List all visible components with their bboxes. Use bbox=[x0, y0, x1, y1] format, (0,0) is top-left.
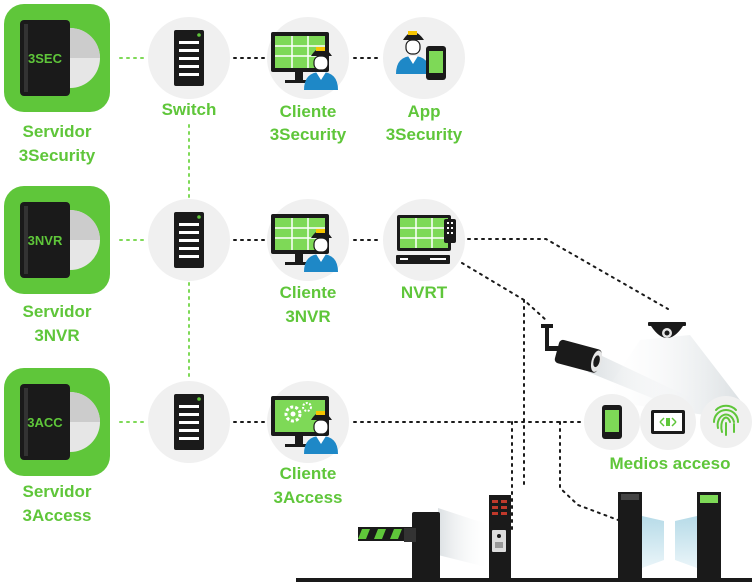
bullet-camera-icon bbox=[541, 324, 603, 373]
link-nvrt-bullet-camera bbox=[461, 262, 547, 321]
nvrt: NVRT bbox=[383, 199, 465, 302]
barrier-gate bbox=[358, 508, 490, 580]
floor-line bbox=[296, 578, 752, 582]
client-label-line2: 3NVR bbox=[285, 307, 330, 326]
access-reader-post-icon bbox=[489, 495, 511, 582]
monitor-operator-icon bbox=[271, 214, 338, 272]
server-book-icon bbox=[20, 384, 100, 460]
client-label-line1: Cliente bbox=[280, 102, 337, 121]
switch-3 bbox=[148, 381, 230, 463]
dome-camera bbox=[600, 322, 740, 420]
client-3access: Cliente 3Access bbox=[267, 381, 349, 507]
app-3security: App 3Security bbox=[383, 17, 465, 144]
client-3security: Cliente 3Security bbox=[267, 17, 349, 144]
monitor-operator-icon bbox=[271, 396, 338, 454]
access-media: Medios acceso bbox=[584, 394, 752, 473]
turnstile-icon bbox=[618, 492, 721, 582]
dome-camera-icon bbox=[648, 322, 686, 338]
switch-icon bbox=[174, 30, 204, 86]
turnstile bbox=[618, 492, 721, 582]
server-label-line1: Servidor bbox=[23, 482, 92, 501]
reader-view-beam bbox=[438, 508, 490, 568]
phone-credential-icon bbox=[602, 405, 622, 439]
client-label-line2: 3Access bbox=[273, 488, 342, 507]
server-label-line2: 3Access bbox=[22, 506, 91, 525]
server-3access: 3ACC Servidor 3Access bbox=[4, 368, 110, 525]
server-label-line1: Servidor bbox=[23, 302, 92, 321]
server-3security: 3SEC Servidor 3Security bbox=[4, 4, 110, 165]
card-credential-icon bbox=[651, 410, 685, 434]
fingerprint-icon bbox=[713, 404, 739, 436]
client-3nvr: Cliente 3NVR bbox=[267, 199, 349, 326]
server-3nvr: 3NVR Servidor 3NVR bbox=[4, 186, 110, 345]
switch-icon bbox=[174, 212, 204, 268]
link-to-turnstile bbox=[559, 421, 619, 521]
server-label-line2: 3Security bbox=[19, 146, 96, 165]
server-label-line2: 3NVR bbox=[34, 326, 79, 345]
switch-label: Switch bbox=[162, 100, 217, 119]
client-label-line1: Cliente bbox=[280, 464, 337, 483]
client-label-line1: Cliente bbox=[280, 283, 337, 302]
server-code: 3ACC bbox=[27, 415, 63, 430]
camera-view-beam bbox=[600, 335, 740, 420]
server-code: 3NVR bbox=[28, 233, 63, 248]
mobile-app-icon bbox=[396, 31, 446, 80]
server-book-icon bbox=[20, 20, 100, 96]
nvrt-label: NVRT bbox=[401, 283, 448, 302]
client-label-line2: 3Security bbox=[270, 125, 347, 144]
access-media-label: Medios acceso bbox=[610, 454, 731, 473]
server-label-line1: Servidor bbox=[23, 122, 92, 141]
switch-2 bbox=[148, 199, 230, 281]
nvr-workstation-icon bbox=[396, 215, 456, 264]
switch-1: Switch bbox=[148, 17, 230, 119]
barrier-gate-icon bbox=[358, 512, 440, 580]
monitor-operator-icon bbox=[271, 32, 338, 90]
switch-icon bbox=[174, 394, 204, 450]
server-code: 3SEC bbox=[28, 51, 63, 66]
connections bbox=[119, 57, 669, 531]
link-nvrt-dome-camera bbox=[467, 238, 669, 310]
app-label-line1: App bbox=[407, 102, 440, 121]
access-reader-post bbox=[489, 495, 511, 582]
server-book-icon bbox=[20, 202, 100, 278]
app-label-line2: 3Security bbox=[386, 125, 463, 144]
